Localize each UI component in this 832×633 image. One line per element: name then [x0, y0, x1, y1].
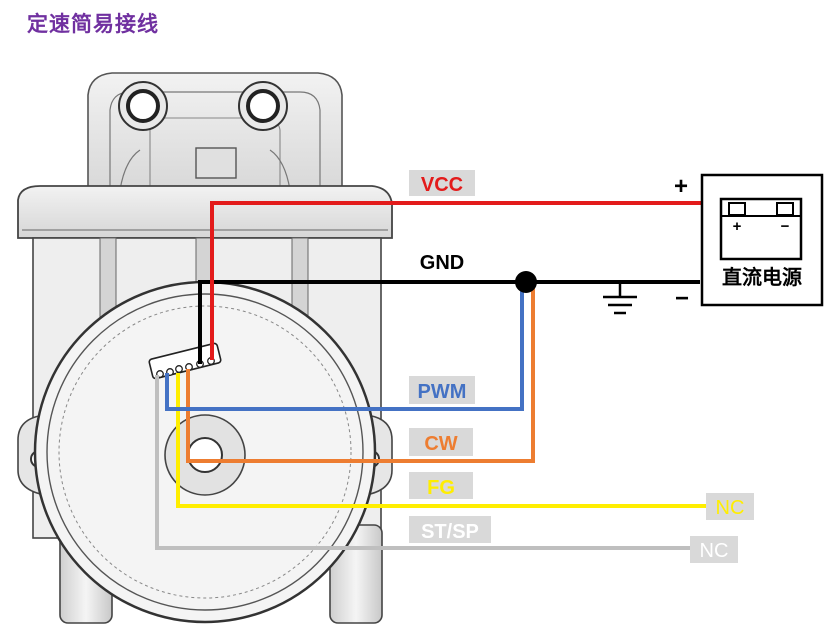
svg-text:−: −: [781, 218, 790, 235]
svg-text:FG: FG: [427, 477, 455, 499]
label-vcc: VCC: [409, 170, 475, 196]
label-nc-st-sp: NC: [690, 536, 738, 563]
battery-icon: + −: [719, 197, 803, 261]
label-st-sp: ST/SP: [409, 516, 491, 543]
ground-junction: [515, 271, 537, 293]
positive-terminal: +: [674, 173, 688, 200]
svg-text:+: +: [733, 218, 742, 235]
label-pwm: PWM: [409, 376, 475, 404]
wire-pwm: [165, 282, 524, 411]
label-nc-fg: NC: [706, 493, 754, 520]
svg-text:VCC: VCC: [421, 174, 463, 196]
port-left: [118, 81, 168, 131]
dc-power-supply: + − 直流电源: [700, 173, 824, 307]
wire-cw: [186, 282, 535, 463]
label-cw: CW: [409, 428, 473, 456]
wire-fg: [176, 373, 706, 508]
ground-symbol: [603, 282, 637, 315]
wire-labels: VCC GND PWM CW FG ST/SP: [409, 170, 754, 563]
wire-st-sp: [155, 375, 690, 550]
power-supply-label: 直流电源: [722, 265, 802, 289]
wire-vcc: [210, 201, 702, 360]
svg-text:CW: CW: [424, 433, 457, 455]
label-fg: FG: [409, 472, 473, 499]
wires: [155, 201, 706, 550]
svg-text:NC: NC: [700, 540, 729, 562]
svg-text:GND: GND: [420, 252, 464, 274]
diagram-title: 定速简易接线: [27, 12, 159, 36]
negative-terminal: −: [675, 285, 689, 312]
label-gnd: GND: [409, 248, 475, 274]
pump-illustration: [17, 72, 393, 624]
svg-text:NC: NC: [716, 497, 745, 519]
port-right: [238, 81, 288, 131]
svg-text:PWM: PWM: [418, 381, 467, 403]
svg-text:ST/SP: ST/SP: [421, 521, 479, 543]
